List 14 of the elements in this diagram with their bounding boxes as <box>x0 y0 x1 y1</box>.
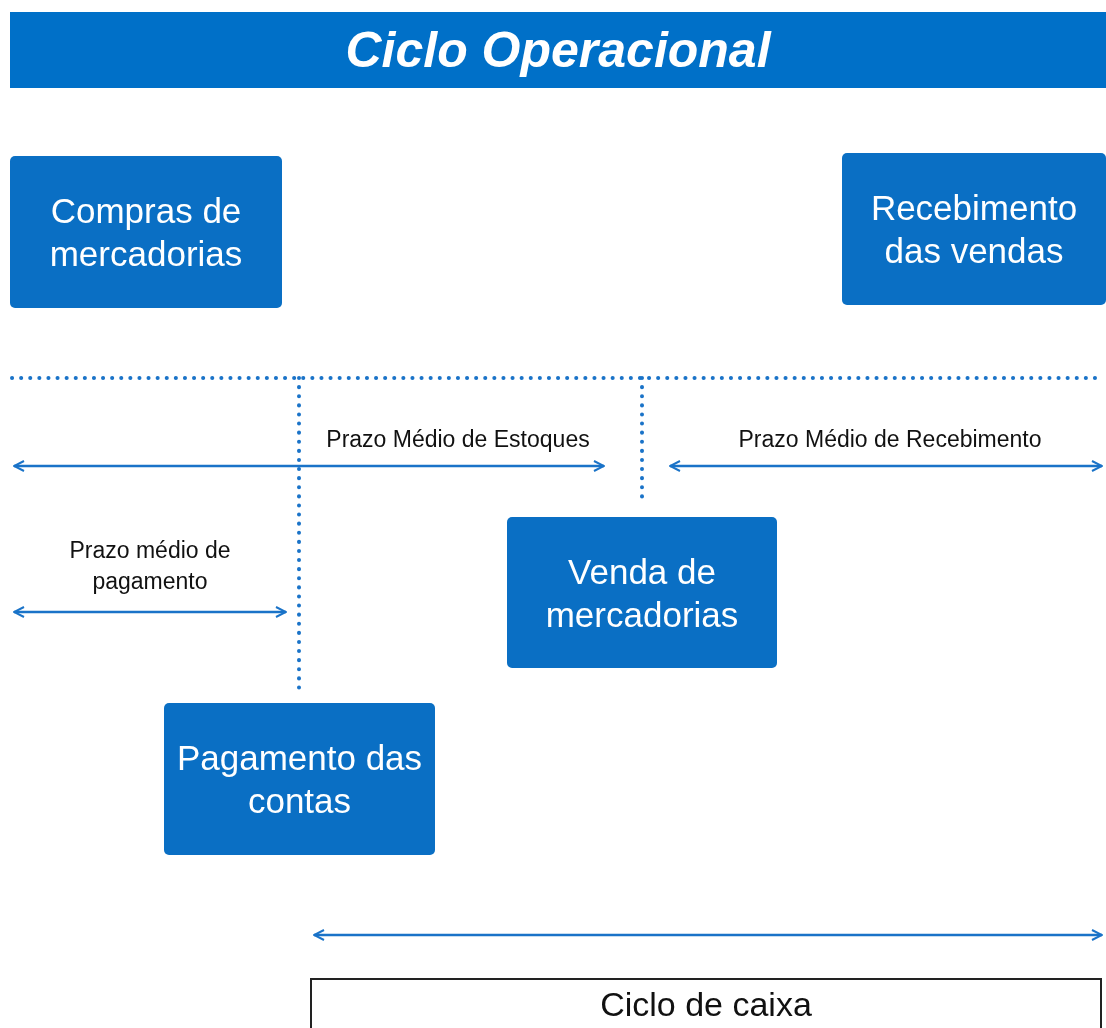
process-box <box>10 156 282 308</box>
period-label: Prazo médio de pagamento <box>68 536 232 596</box>
process-box <box>164 703 435 855</box>
box-text: Compras de mercadorias <box>48 190 244 275</box>
title-banner: Ciclo Operacional <box>10 12 1106 88</box>
period-label: Prazo Médio de Estoques <box>325 425 591 454</box>
process-box <box>507 517 777 668</box>
box-text: Pagamento das contas <box>175 737 424 822</box>
box-text: Venda de mercadorias <box>544 550 740 636</box>
process-box <box>842 153 1106 305</box>
period-label: Prazo Médio de Recebimento <box>737 425 1043 454</box>
box-text: Ciclo de caixa <box>600 984 812 1024</box>
box-text: Recebimento das vendas <box>869 187 1079 272</box>
outlined-box <box>310 978 1102 1028</box>
